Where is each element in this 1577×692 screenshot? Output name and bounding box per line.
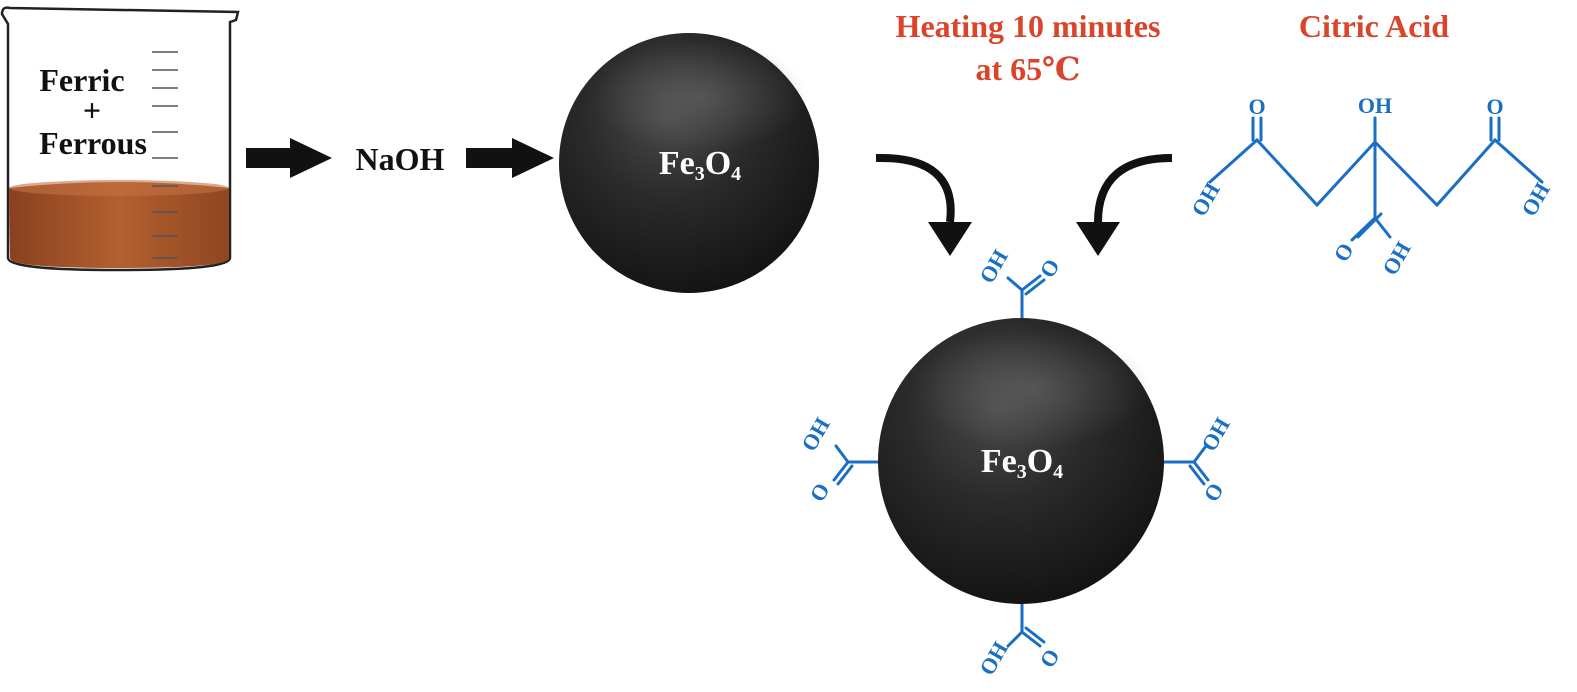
particle-highlight <box>592 40 808 152</box>
beaker-label-ferric: Ferric <box>39 62 124 98</box>
functionalized-nanoparticle: OH O OH O OH O OH O <box>796 245 1235 679</box>
reagent-label: NaOH <box>356 141 445 177</box>
citric-acid-structure: O O OH OH OH O OH <box>1186 93 1555 279</box>
acid-o-bottom: O <box>1328 239 1358 266</box>
heating-line-1: Heating 10 minutes <box>896 8 1161 44</box>
liquid-surface <box>9 180 229 196</box>
curved-arrow-right-icon <box>1076 154 1173 256</box>
acid-oh-left: OH <box>1186 178 1225 220</box>
ligand-top-oh: OH <box>974 245 1013 287</box>
particle-formula: Fe3O4 <box>659 145 741 185</box>
acid-oh-right: OH <box>1516 178 1555 220</box>
carboxyl-ligand-bottom: OH O <box>974 602 1065 679</box>
beaker-graduations <box>152 51 178 259</box>
carboxyl-ligand-right: OH O <box>1162 413 1235 506</box>
particle-highlight <box>914 328 1150 448</box>
hydroxyl-oh-top: OH <box>1358 93 1392 118</box>
particle-formula: Fe3O4 <box>981 443 1063 483</box>
carbonyl-o-right: O <box>1486 94 1503 119</box>
curved-arrow-left-icon <box>875 153 972 256</box>
ligand-bottom-oh: OH <box>974 637 1013 679</box>
beaker-label-plus: + <box>83 92 101 128</box>
arrow-right-icon <box>246 138 332 178</box>
ligand-left-oh: OH <box>796 413 835 455</box>
beaker-liquid <box>9 182 229 268</box>
citric-acid-title: Citric Acid <box>1299 8 1449 44</box>
carboxyl-ligand-top: OH O <box>974 245 1065 320</box>
bare-nanoparticle: Fe3O4 <box>559 33 819 293</box>
beaker: Ferric + Ferrous <box>0 6 240 272</box>
ligand-bottom-o: O <box>1034 645 1064 672</box>
ligand-left-o: O <box>804 479 834 506</box>
acid-oh-bottom: OH <box>1377 237 1416 279</box>
beaker-label-ferrous: Ferrous <box>39 125 147 161</box>
carboxyl-ligand-left: OH O <box>796 413 880 506</box>
arrow-right-icon <box>466 138 554 178</box>
carbonyl-o-left: O <box>1248 94 1265 119</box>
heating-line-2: at 65℃ <box>976 51 1081 87</box>
